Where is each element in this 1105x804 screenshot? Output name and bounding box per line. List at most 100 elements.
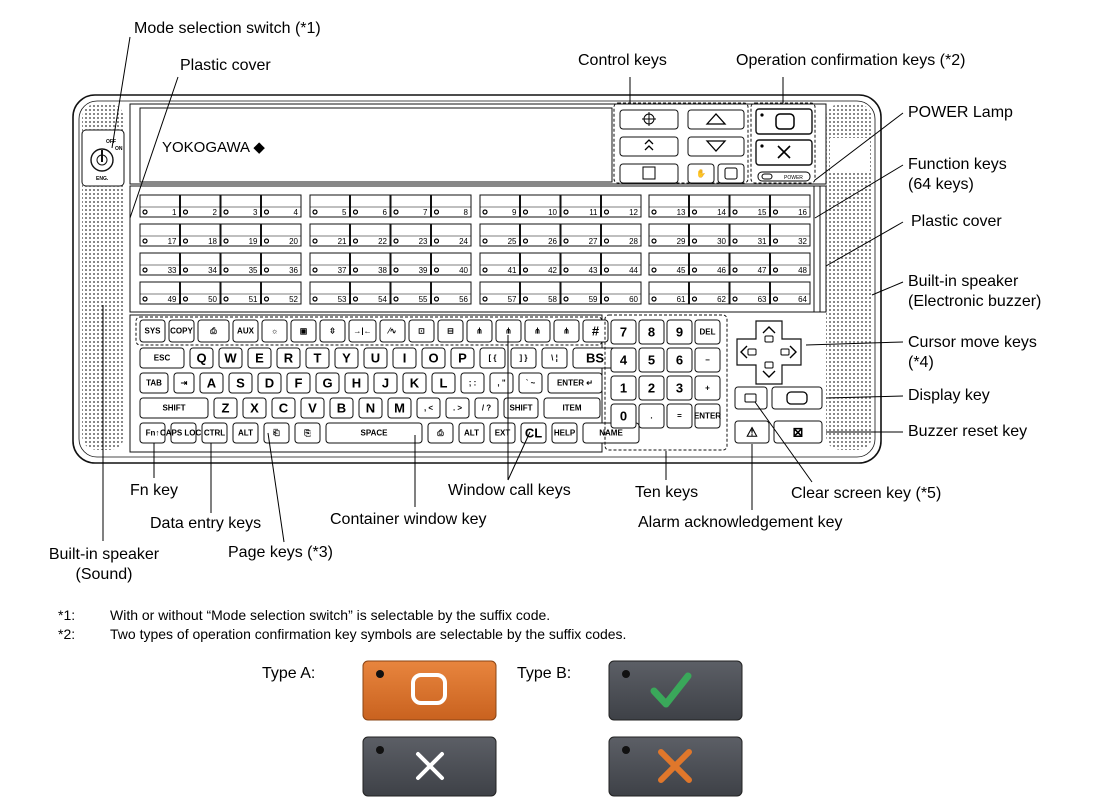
key-5-row2[interactable]: R: [276, 347, 301, 369]
key-2-row3[interactable]: ⇥: [173, 372, 195, 394]
window-call-key-7[interactable]: ⇳: [319, 319, 346, 343]
key-5-row3[interactable]: D: [257, 372, 282, 394]
function-key-8[interactable]: 8: [431, 194, 472, 218]
function-key-45[interactable]: 45: [648, 252, 689, 276]
ten-key-8[interactable]: 8: [638, 319, 665, 345]
key-7-row2[interactable]: Y: [334, 347, 359, 369]
ten-key-0[interactable]: 0: [610, 403, 637, 429]
control-key-scroll[interactable]: [619, 136, 679, 157]
ten-key-x[interactable]: −: [694, 347, 721, 373]
function-key-4[interactable]: 4: [261, 194, 302, 218]
function-key-54[interactable]: 54: [350, 281, 391, 305]
key-15-row3[interactable]: ENTER ↵: [547, 372, 603, 394]
function-key-18[interactable]: 18: [180, 223, 221, 247]
function-key-43[interactable]: 43: [560, 252, 601, 276]
clear-screen-key[interactable]: [734, 386, 768, 410]
ten-key-x[interactable]: .: [638, 403, 665, 429]
function-key-24[interactable]: 24: [431, 223, 472, 247]
key-12-row4[interactable]: SHIFT: [503, 397, 539, 419]
control-key-crosshair[interactable]: [619, 109, 679, 130]
control-key-hand[interactable]: ✋: [687, 163, 715, 184]
function-key-48[interactable]: 48: [770, 252, 811, 276]
key-11-row3[interactable]: L: [431, 372, 456, 394]
control-key-window[interactable]: [619, 163, 679, 184]
window-call-key-16[interactable]: #: [582, 319, 609, 343]
function-key-36[interactable]: 36: [261, 252, 302, 276]
function-key-55[interactable]: 55: [390, 281, 431, 305]
ten-key-del[interactable]: DEL: [694, 319, 721, 345]
function-key-50[interactable]: 50: [180, 281, 221, 305]
function-key-32[interactable]: 32: [770, 223, 811, 247]
buzzer-reset-key[interactable]: ⊠: [773, 420, 823, 444]
function-key-58[interactable]: 58: [520, 281, 561, 305]
key-11-row2[interactable]: P: [450, 347, 475, 369]
key-13-row3[interactable]: , ": [489, 372, 514, 394]
key-6-row3[interactable]: F: [286, 372, 311, 394]
key-13-row4[interactable]: ITEM: [543, 397, 601, 419]
control-key-page-down[interactable]: [687, 136, 745, 157]
key-13-row2[interactable]: ] }: [510, 347, 537, 369]
function-key-11[interactable]: 11: [560, 194, 601, 218]
key-10-row2[interactable]: O: [421, 347, 446, 369]
function-key-52[interactable]: 52: [261, 281, 302, 305]
function-key-28[interactable]: 28: [601, 223, 642, 247]
ten-key-9[interactable]: 9: [666, 319, 693, 345]
function-key-34[interactable]: 34: [180, 252, 221, 276]
key-6-row4[interactable]: B: [329, 397, 354, 419]
alarm-acknowledgement-key[interactable]: ⚠: [734, 420, 770, 444]
key-10-row3[interactable]: K: [402, 372, 427, 394]
key-5-row4[interactable]: V: [300, 397, 325, 419]
window-call-key-6[interactable]: ▣: [290, 319, 317, 343]
function-key-14[interactable]: 14: [689, 194, 730, 218]
function-key-62[interactable]: 62: [689, 281, 730, 305]
window-call-key-8[interactable]: →|←: [348, 319, 377, 343]
window-call-key-4[interactable]: AUX: [232, 319, 259, 343]
key-12-row2[interactable]: [ {: [479, 347, 506, 369]
function-key-22[interactable]: 22: [350, 223, 391, 247]
function-key-56[interactable]: 56: [431, 281, 472, 305]
function-key-39[interactable]: 39: [390, 252, 431, 276]
ten-key-5[interactable]: 5: [638, 347, 665, 373]
function-key-20[interactable]: 20: [261, 223, 302, 247]
key-3-row5[interactable]: CTRL: [201, 422, 228, 444]
function-key-61[interactable]: 61: [648, 281, 689, 305]
key-1-row2[interactable]: ESC: [139, 347, 185, 369]
function-key-1[interactable]: 1: [139, 194, 180, 218]
key-9-row5[interactable]: ALT: [458, 422, 485, 444]
function-key-59[interactable]: 59: [560, 281, 601, 305]
ten-key-7[interactable]: 7: [610, 319, 637, 345]
key-12-row3[interactable]: ; :: [460, 372, 485, 394]
function-key-53[interactable]: 53: [309, 281, 350, 305]
key-12-row5[interactable]: HELP: [551, 422, 578, 444]
function-key-15[interactable]: 15: [729, 194, 770, 218]
function-key-6[interactable]: 6: [350, 194, 391, 218]
key-1-row5[interactable]: Fn↑: [139, 422, 166, 444]
function-key-40[interactable]: 40: [431, 252, 472, 276]
key-3-row4[interactable]: X: [242, 397, 267, 419]
ten-key-x[interactable]: +: [694, 375, 721, 401]
key-6-row2[interactable]: T: [305, 347, 330, 369]
function-key-41[interactable]: 41: [479, 252, 520, 276]
cursor-move-keys[interactable]: [736, 320, 802, 385]
function-key-13[interactable]: 13: [648, 194, 689, 218]
function-key-38[interactable]: 38: [350, 252, 391, 276]
key-2-row2[interactable]: Q: [189, 347, 214, 369]
ten-key-3[interactable]: 3: [666, 375, 693, 401]
window-call-key-15[interactable]: ⋔: [553, 319, 580, 343]
key-7-row4[interactable]: N: [358, 397, 383, 419]
ten-key-1[interactable]: 1: [610, 375, 637, 401]
key-14-row2[interactable]: \ ¦: [541, 347, 568, 369]
key-8-row5[interactable]: ⎙: [427, 422, 454, 444]
control-key-page-up[interactable]: [687, 109, 745, 130]
function-key-42[interactable]: 42: [520, 252, 561, 276]
function-key-25[interactable]: 25: [479, 223, 520, 247]
function-key-27[interactable]: 27: [560, 223, 601, 247]
ten-key-enter[interactable]: ENTER: [694, 403, 721, 429]
key-1-row4[interactable]: SHIFT: [139, 397, 209, 419]
function-key-9[interactable]: 9: [479, 194, 520, 218]
function-key-63[interactable]: 63: [729, 281, 770, 305]
key-1-row3[interactable]: TAB: [139, 372, 169, 394]
function-key-10[interactable]: 10: [520, 194, 561, 218]
window-call-key-12[interactable]: ⋔: [466, 319, 493, 343]
function-key-30[interactable]: 30: [689, 223, 730, 247]
